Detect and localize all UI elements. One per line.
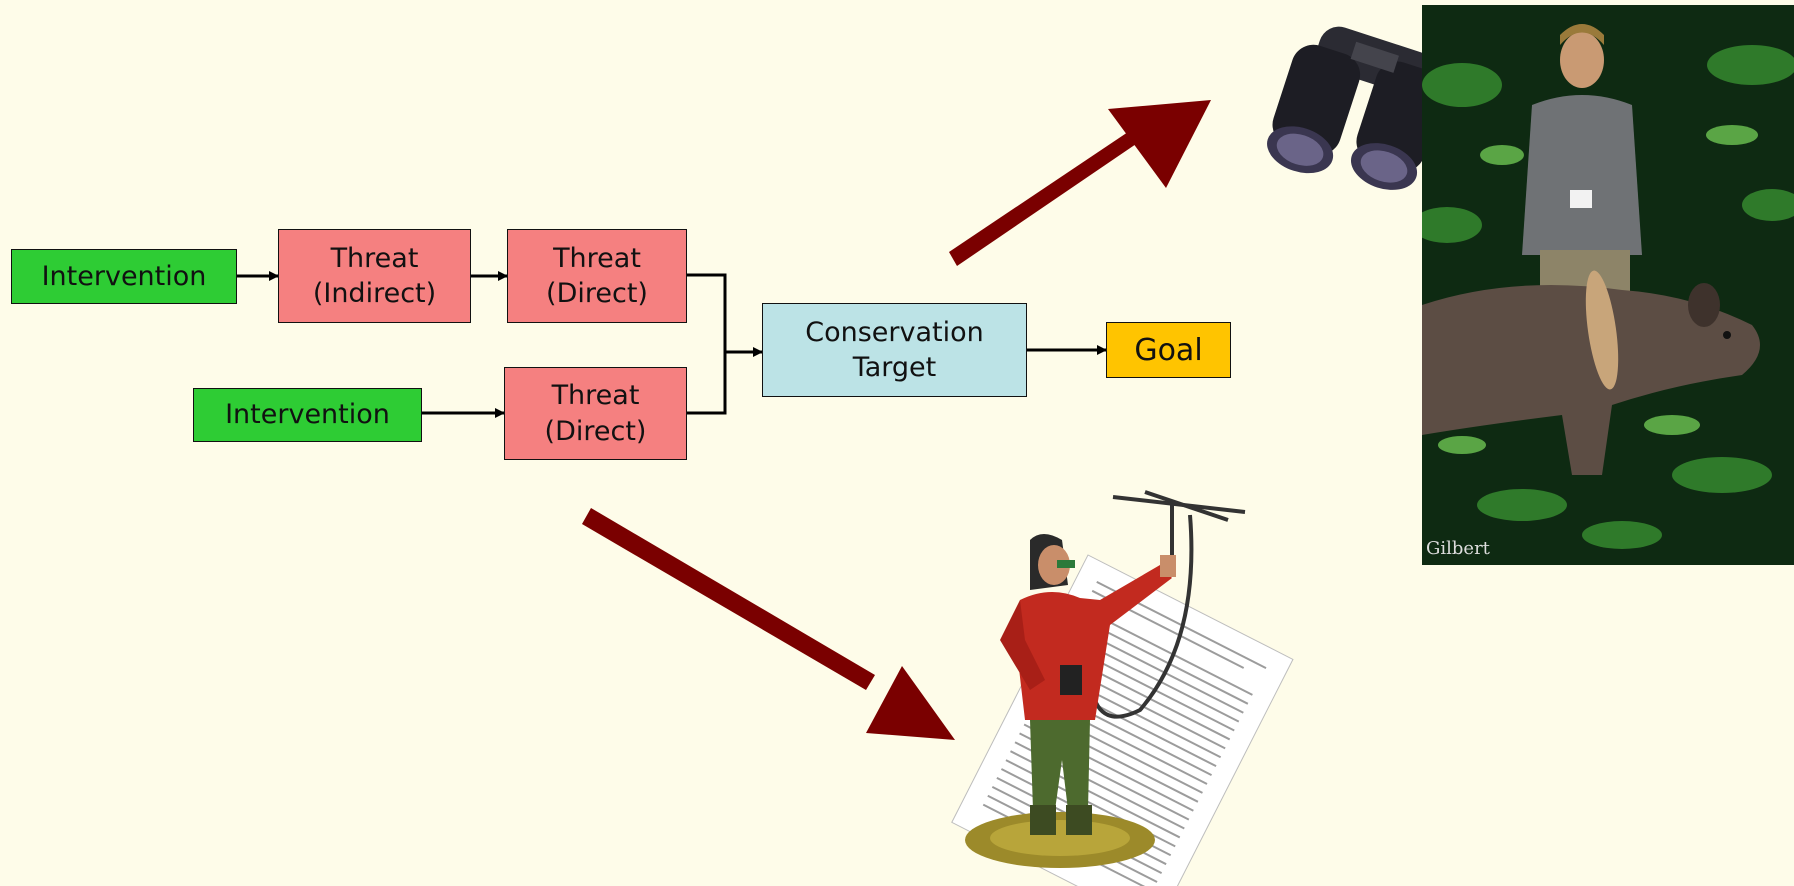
threat-direct-2-line2: (Direct) [544,415,647,447]
conservation-target-line2: Target [852,352,937,383]
intervention-box-2: Intervention [193,388,422,442]
goal-box: Goal [1106,322,1231,378]
intervention-label-2: Intervention [225,399,390,431]
big-arrow-up-right [949,100,1211,266]
intervention-label-1: Intervention [41,260,207,292]
threat-indirect-box: Threat (Indirect) [278,229,471,323]
connector-direct1 [687,273,727,352]
photo-credit-text: Gilbert [1426,538,1490,559]
threat-direct-box-2: Threat (Direct) [504,367,687,460]
conservation-target-box: Conservation Target [762,303,1027,397]
threat-direct-2-line1: Threat [551,380,640,412]
threat-indirect-line1: Threat [330,242,419,274]
big-arrow-down-right [582,508,955,740]
intervention-box-1: Intervention [11,249,237,304]
threat-indirect-line2: (Indirect) [312,278,437,309]
threat-direct-1-line1: Threat [553,242,641,274]
field-researcher-photo: Gilbert [1422,5,1794,565]
threat-direct-1-line2: (Direct) [546,278,648,309]
conservation-target-line1: Conservation [805,316,984,348]
connector-direct2 [687,352,727,415]
threat-direct-box-1: Threat (Direct) [507,229,687,323]
goal-label: Goal [1134,332,1203,368]
